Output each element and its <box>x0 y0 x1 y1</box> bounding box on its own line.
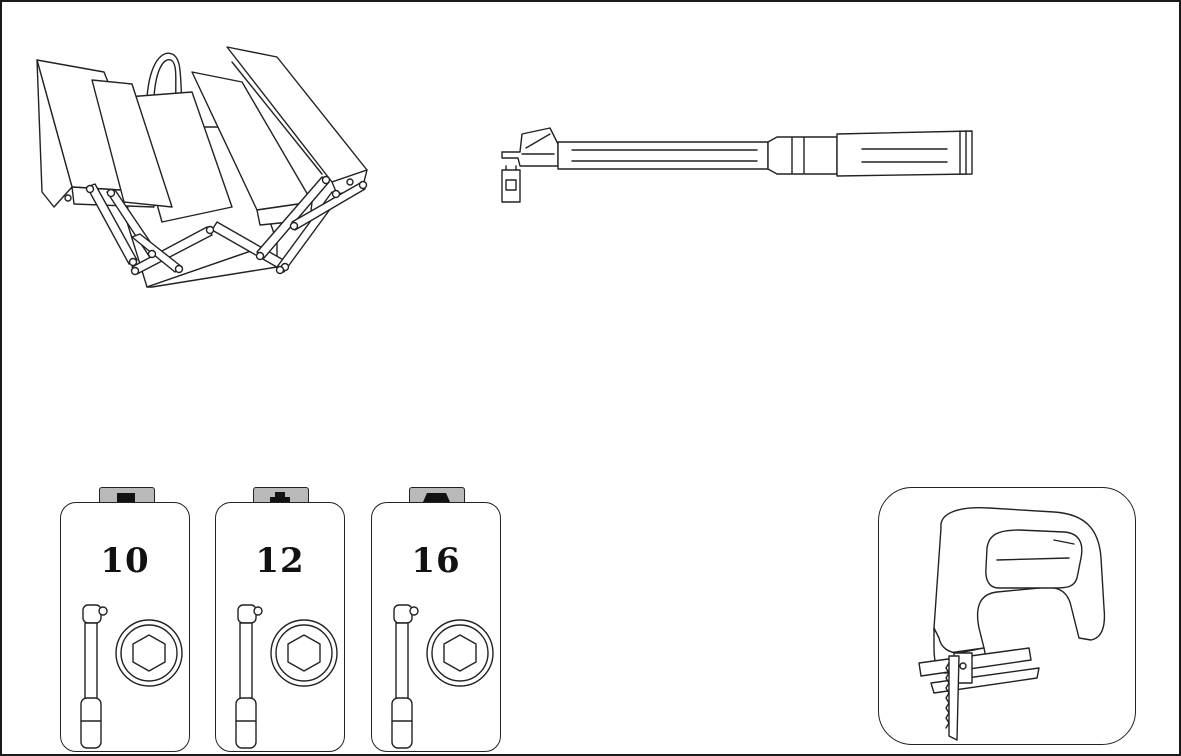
ratchet-socket-icon <box>235 604 338 749</box>
socket-size-label: 16 <box>411 541 461 581</box>
torque-wrench-icon <box>501 127 973 203</box>
socket-size-label: 10 <box>100 541 150 581</box>
toolbox-icon <box>36 46 368 288</box>
jigsaw-icon <box>918 506 1106 741</box>
jigsaw-card <box>878 487 1136 745</box>
socket-size-label: 12 <box>255 541 305 581</box>
ratchet-socket-icon <box>80 604 183 749</box>
socket-card-10: 10 <box>60 502 190 752</box>
socket-card-12: 12 <box>215 502 345 752</box>
ratchet-socket-icon <box>391 604 494 749</box>
socket-card-16: 16 <box>371 502 501 752</box>
